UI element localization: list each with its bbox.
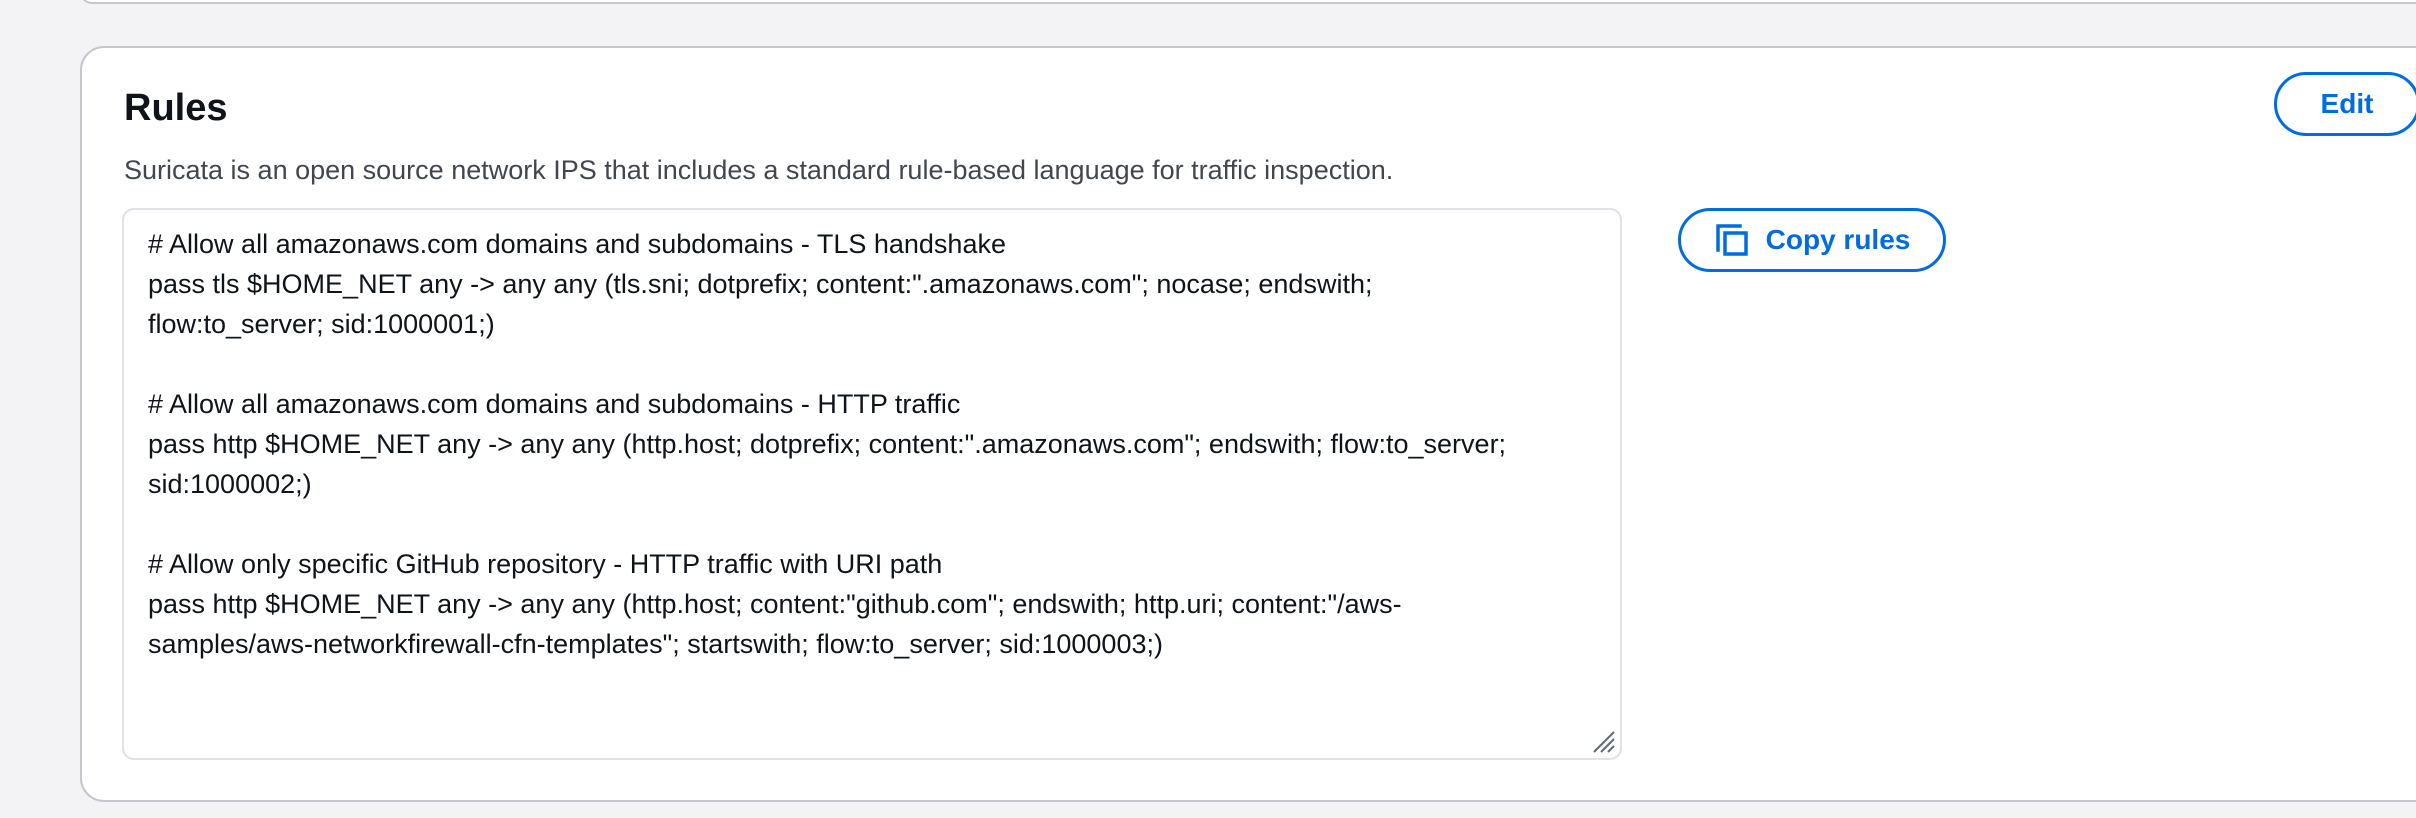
edit-button[interactable]: Edit — [2274, 72, 2416, 136]
previous-section-card — [80, 0, 2416, 4]
rule-line: sid:1000002;) — [148, 469, 312, 499]
rule-line — [148, 504, 1596, 544]
rule-line: # Allow only specific GitHub repository … — [148, 549, 943, 579]
section-title: Rules — [124, 87, 228, 129]
rule-line: samples/aws-networkfirewall-cfn-template… — [148, 629, 1163, 659]
rule-line: # Allow all amazonaws.com domains and su… — [148, 389, 961, 419]
rules-section-card: Rules Suricata is an open source network… — [80, 46, 2416, 802]
edit-button-label: Edit — [2320, 88, 2374, 119]
rules-textarea[interactable]: # Allow all amazonaws.com domains and su… — [122, 208, 1622, 760]
rule-line: # Allow all amazonaws.com domains and su… — [148, 229, 1006, 259]
copy-rules-button[interactable]: Copy rules — [1678, 208, 1946, 272]
rule-line: pass tls $HOME_NET any -> any any (tls.s… — [148, 269, 1373, 299]
section-description: Suricata is an open source network IPS t… — [124, 155, 1394, 185]
copy-icon — [1715, 224, 1748, 256]
rule-line — [148, 344, 1596, 384]
rule-line: flow:to_server; sid:1000001;) — [148, 309, 495, 339]
rule-line: pass http $HOME_NET any -> any any (http… — [148, 429, 1507, 459]
resize-handle-icon[interactable] — [1590, 728, 1616, 754]
rule-line: pass http $HOME_NET any -> any any (http… — [148, 589, 1402, 619]
copy-rules-label: Copy rules — [1765, 224, 1911, 255]
